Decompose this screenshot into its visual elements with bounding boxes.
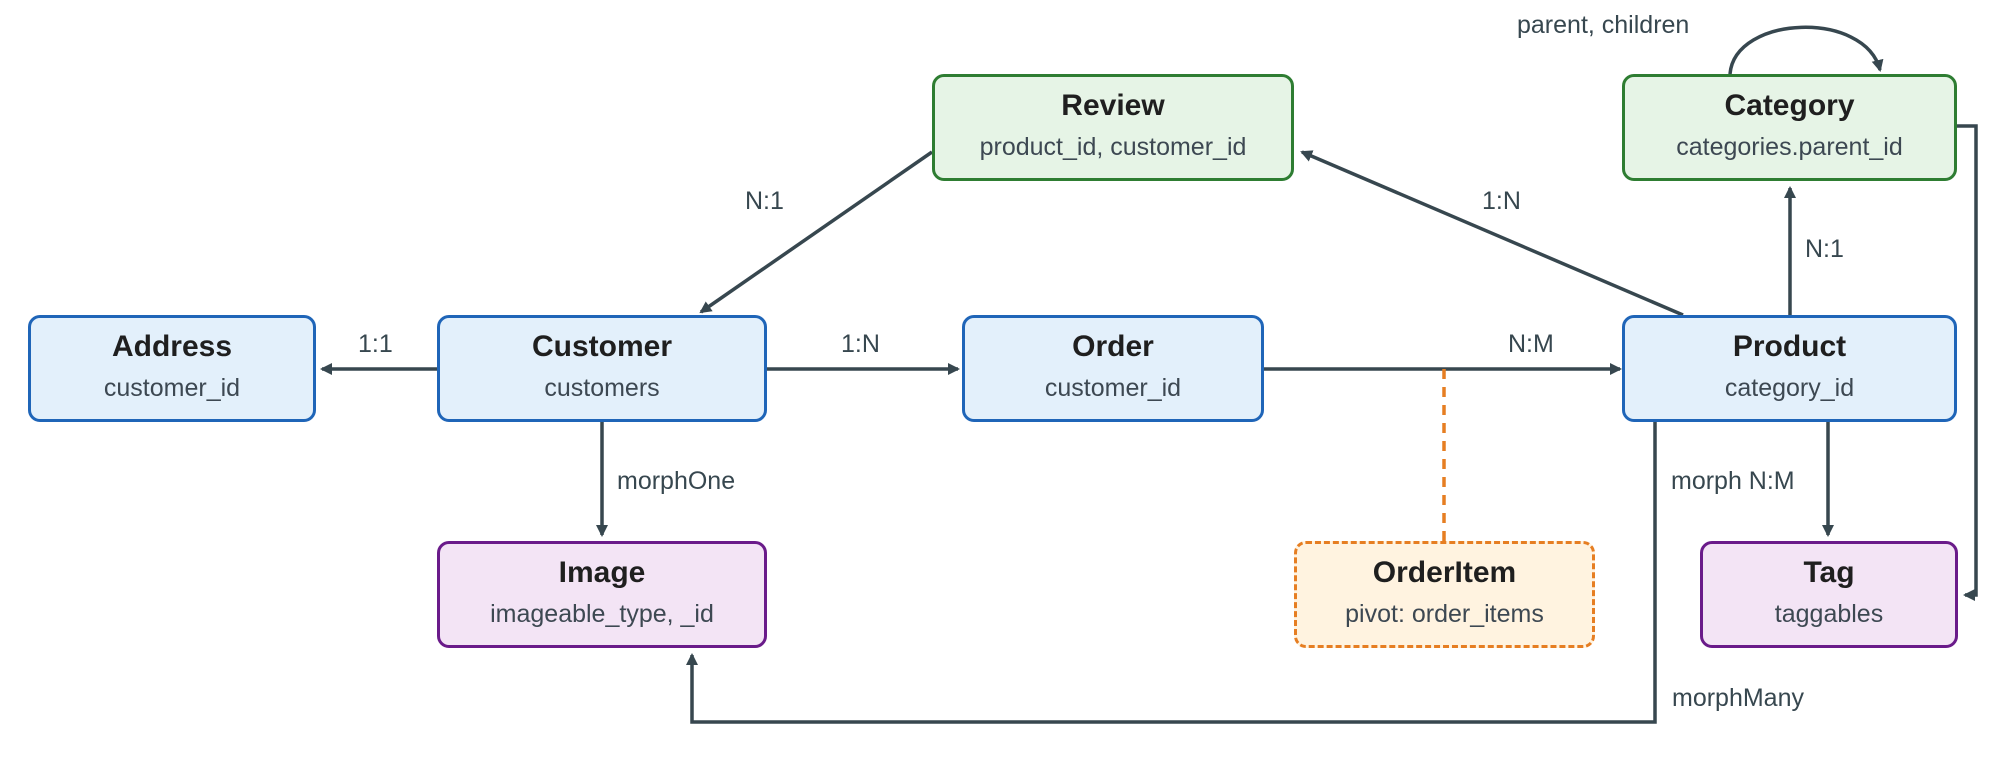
node-title: Tag xyxy=(1803,556,1855,589)
node-customer: Customer customers xyxy=(437,315,767,422)
node-title: Address xyxy=(111,330,233,363)
node-title: OrderItem xyxy=(1372,556,1517,589)
edge-label-product-image: morphMany xyxy=(1672,684,1804,712)
node-product: Product category_id xyxy=(1622,315,1957,422)
node-title: Customer xyxy=(531,330,673,363)
node-title: Category xyxy=(1724,89,1855,122)
node-image: Image imageable_type, _id xyxy=(437,541,767,648)
node-subtitle: category_id xyxy=(1724,374,1855,402)
node-orderitem: OrderItem pivot: order_items xyxy=(1294,541,1595,648)
edge-product-review xyxy=(1300,150,1684,317)
node-title: Image xyxy=(558,556,646,589)
edge-label-customer-order: 1:N xyxy=(841,330,880,358)
node-order: Order customer_id xyxy=(962,315,1264,422)
node-subtitle: customer_id xyxy=(103,374,241,402)
edge-label-product-tag: morph N:M xyxy=(1671,467,1795,495)
node-tag: Tag taggables xyxy=(1700,541,1958,648)
edge-category-self xyxy=(1728,25,1884,75)
node-category: Category categories.parent_id xyxy=(1622,74,1957,181)
edge-category-tag xyxy=(1957,124,1978,601)
node-title: Product xyxy=(1732,330,1847,363)
node-review: Review product_id, customer_id xyxy=(932,74,1294,181)
node-subtitle: taggables xyxy=(1774,600,1884,628)
edge-label-product-category: N:1 xyxy=(1805,235,1844,263)
node-subtitle: imageable_type, _id xyxy=(490,600,714,628)
node-subtitle: product_id, customer_id xyxy=(979,133,1247,161)
edge-label-customer-address: 1:1 xyxy=(358,330,393,358)
node-title: Review xyxy=(1061,89,1165,122)
edge-product-image xyxy=(686,421,1657,724)
edge-label-customer-image: morphOne xyxy=(617,467,736,495)
node-subtitle: pivot: order_items xyxy=(1345,600,1544,628)
edge-label-product-review: 1:N xyxy=(1482,187,1521,215)
node-address: Address customer_id xyxy=(28,315,316,422)
edge-label-self-ref: parent, children xyxy=(1517,11,1690,39)
edge-label-review-customer: N:1 xyxy=(745,187,784,215)
node-title: Order xyxy=(1072,330,1154,363)
edge-label-order-product: N:M xyxy=(1508,330,1554,358)
node-subtitle: customers xyxy=(544,374,660,402)
node-subtitle: customer_id xyxy=(1044,374,1182,402)
node-subtitle: categories.parent_id xyxy=(1676,133,1903,161)
edge-review-customer xyxy=(699,150,933,314)
